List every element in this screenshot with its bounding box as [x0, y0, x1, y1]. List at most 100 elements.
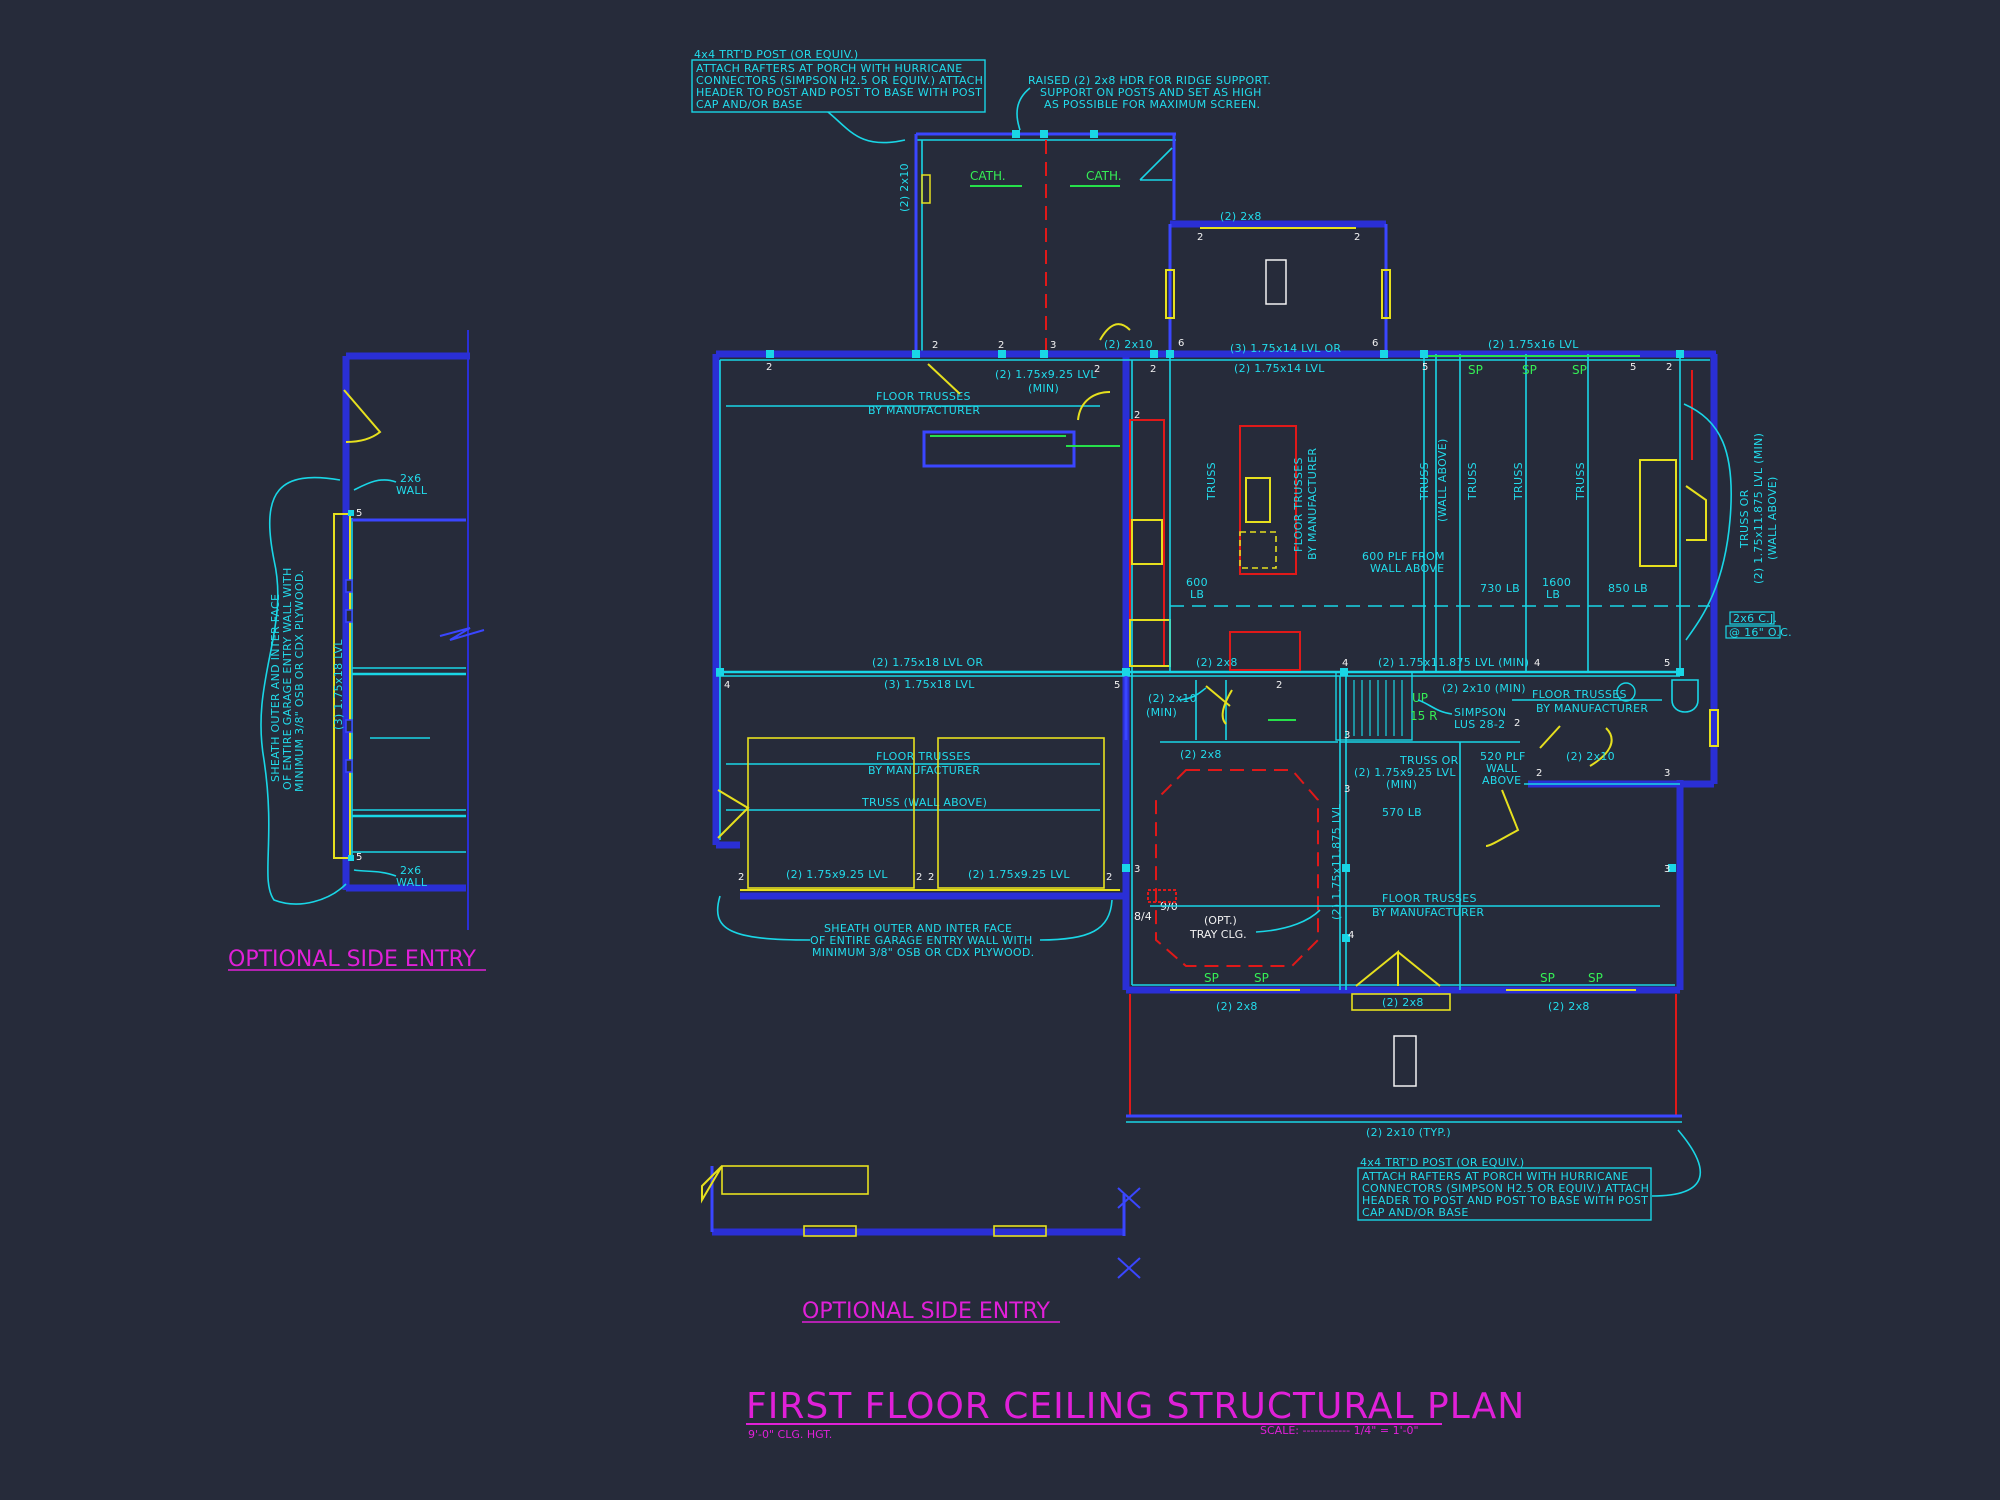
garage-hdr-left: (2) 1.75x9.25 LVL	[786, 868, 888, 881]
lb-1600-a: 1600	[1542, 576, 1571, 589]
truss-or-mid-3: (MIN)	[1386, 778, 1417, 791]
porch-2x10-label: (2) 2x10	[898, 163, 911, 212]
cath-left-label: CATH.	[970, 169, 1006, 183]
main-beam: (2) 1.75x18 LVL OR (3) 1.75x18 LVL (2) 1…	[716, 656, 1680, 691]
garage-truss-wall: TRUSS (WALL ABOVE)	[861, 796, 987, 809]
svg-text:3: 3	[1664, 768, 1670, 779]
svg-text:2: 2	[766, 362, 772, 373]
lb-600-a: 600	[1186, 576, 1208, 589]
up-label: UP	[1412, 691, 1428, 705]
plf-520-a: 520 PLF	[1480, 750, 1526, 763]
svg-text:2: 2	[1197, 232, 1203, 243]
truss-1-label: TRUSS	[1205, 462, 1218, 501]
sp-6: SP	[1540, 971, 1555, 985]
svg-text:5: 5	[356, 508, 362, 519]
svg-text:6: 6	[1372, 338, 1378, 349]
side-sheath-2: OF ENTIRE GARAGE ENTRY WALL WITH	[281, 567, 294, 790]
front-2x8-left: (2) 2x8	[1216, 1000, 1258, 1013]
svg-text:2: 2	[738, 872, 744, 883]
svg-text:2: 2	[932, 340, 938, 351]
porch-top-note-line-2: ATTACH RAFTERS AT PORCH WITH HURRICANE	[696, 62, 962, 75]
garage-ft-1: FLOOR TRUSSES	[876, 750, 971, 763]
floor-trusses-v2: BY MANUFACTURER	[1306, 448, 1319, 560]
side-sheath-3: MINIMUM 3/8" OSB OR CDX PLYWOOD.	[293, 570, 306, 792]
lvl-2-14-label: (2) 1.75x14 LVL	[1234, 362, 1325, 375]
svg-text:5: 5	[1114, 680, 1120, 691]
h2x8-mid-label: (2) 2x8	[1196, 656, 1238, 669]
truss-or-right-1: TRUSS OR	[1738, 489, 1751, 549]
svg-text:6: 6	[1178, 338, 1184, 349]
svg-text:4: 4	[724, 680, 730, 691]
ratio-84: 8/4	[1134, 910, 1152, 923]
truss-wall-above-v: TRUSS	[1418, 462, 1431, 501]
svg-text:2: 2	[1276, 680, 1282, 691]
garage-hdr-right: (2) 1.75x9.25 LVL	[968, 868, 1070, 881]
svg-text:5: 5	[356, 852, 362, 863]
svg-text:2: 2	[1150, 364, 1156, 375]
lvl-2-16-label: (2) 1.75x16 LVL	[1488, 338, 1579, 351]
sp-2: SP	[1522, 363, 1537, 377]
side-2x6-b1: 2x6	[400, 864, 421, 877]
garage-area: FLOOR TRUSSES BY MANUFACTURER (2) 1.75x9…	[716, 323, 1153, 959]
svg-text:3: 3	[1344, 730, 1350, 741]
floor-trusses-a2: BY MANUFACTURER	[868, 404, 980, 417]
porch-top-note-line-4: HEADER TO POST AND POST TO BASE WITH POS…	[696, 86, 982, 99]
deck: (2) 2x8 2 2	[1165, 210, 1391, 352]
garage-sheath-3: MINIMUM 3/8" OSB OR CDX PLYWOOD.	[812, 946, 1034, 959]
porch-top-note: 4x4 TRT'D POST (OR EQUIV.) ATTACH RAFTER…	[691, 48, 986, 144]
side-2x6-a2: WALL	[396, 484, 428, 497]
lvl-3-18-label: (3) 1.75x18 LVL	[884, 678, 975, 691]
floor-trusses-b1: FLOOR TRUSSES	[1532, 688, 1627, 701]
plf-520-c: ABOVE	[1482, 774, 1521, 787]
front-right-room: FLOOR TRUSSES BY MANUFACTURER SP SP (2) …	[1150, 892, 1660, 1013]
plan-scale: SCALE: ------------ 1/4" = 1'-0"	[1260, 1424, 1419, 1437]
lvl-11875-min-label: (2) 1.75x11.875 LVL (MIN)	[1378, 656, 1529, 669]
svg-text:2: 2	[1094, 364, 1100, 375]
simpson-a: SIMPSON	[1454, 706, 1506, 719]
h2x10-min-a: (2) 2x10	[1148, 692, 1197, 705]
front-ft-2: BY MANUFACTURER	[1372, 906, 1484, 919]
porch-top-note-line-1: 4x4 TRT'D POST (OR EQUIV.)	[694, 48, 858, 61]
porch-top-note-line-3: CONNECTORS (SIMPSON H2.5 OR EQUIV.) ATTA…	[696, 74, 983, 87]
svg-text:5: 5	[1422, 362, 1428, 373]
h-2x10-top-label: (2) 2x10	[1104, 338, 1153, 351]
porch-bottom-note-line-3: CONNECTORS (SIMPSON H2.5 OR EQUIV.) ATTA…	[1362, 1182, 1649, 1195]
front-2x8-mid: (2) 2x8	[1382, 996, 1424, 1009]
svg-text:2: 2	[998, 340, 1004, 351]
svg-text:4: 4	[1348, 930, 1354, 941]
svg-text:3: 3	[1050, 340, 1056, 351]
svg-text:4: 4	[1534, 658, 1540, 669]
garage-sheath-1: SHEATH OUTER AND INTER FACE	[824, 922, 1012, 935]
sp-7: SP	[1588, 971, 1603, 985]
svg-text:5: 5	[1630, 362, 1636, 373]
porch-top-note-box	[691, 59, 986, 113]
sp-5: SP	[1254, 971, 1269, 985]
c2x6-a: 2x6 C.J.	[1733, 612, 1777, 625]
front-ft-1: FLOOR TRUSSES	[1382, 892, 1477, 905]
simpson-b: LUS 28-2	[1454, 718, 1505, 731]
floor-trusses-a1: FLOOR TRUSSES	[876, 390, 971, 403]
h2x8-hall-label: (2) 2x8	[1180, 748, 1222, 761]
svg-text:2: 2	[1536, 768, 1542, 779]
lvl-11875-v: (2) 1.75x11.875 LVL	[1330, 803, 1343, 920]
side-lvl-label: (3) 1.75x18 LVL	[332, 639, 345, 730]
garage-ft-2: BY MANUFACTURER	[868, 764, 980, 777]
svg-text:2: 2	[916, 872, 922, 883]
raised-header-note: RAISED (2) 2x8 HDR FOR RIDGE SUPPORT. SU…	[1016, 74, 1271, 131]
side-2x6-b2: WALL	[396, 876, 428, 889]
front-2x8-right: (2) 2x8	[1548, 1000, 1590, 1013]
h2x10-min-c: (2) 2x10 (MIN)	[1442, 682, 1526, 695]
side-2x6-a1: 2x6	[400, 472, 421, 485]
tray-a: (OPT.)	[1204, 914, 1237, 927]
plf-520-b: WALL	[1486, 762, 1518, 775]
lvl-9-25-min-label-b: (MIN)	[1028, 382, 1059, 395]
ceiling-height: 9'-0" CLG. HGT.	[748, 1428, 832, 1441]
porch-bottom-note-box	[1357, 1167, 1652, 1221]
front-porch: (2) 2x10 (TYP.) 4x4 TRT'D POST (OR EQUIV…	[1126, 994, 1702, 1221]
h2x10-min-b: (MIN)	[1146, 706, 1177, 719]
tray-b: TRAY CLG.	[1189, 928, 1247, 941]
porch-top-leader	[827, 111, 906, 144]
svg-text:3: 3	[1344, 784, 1350, 795]
